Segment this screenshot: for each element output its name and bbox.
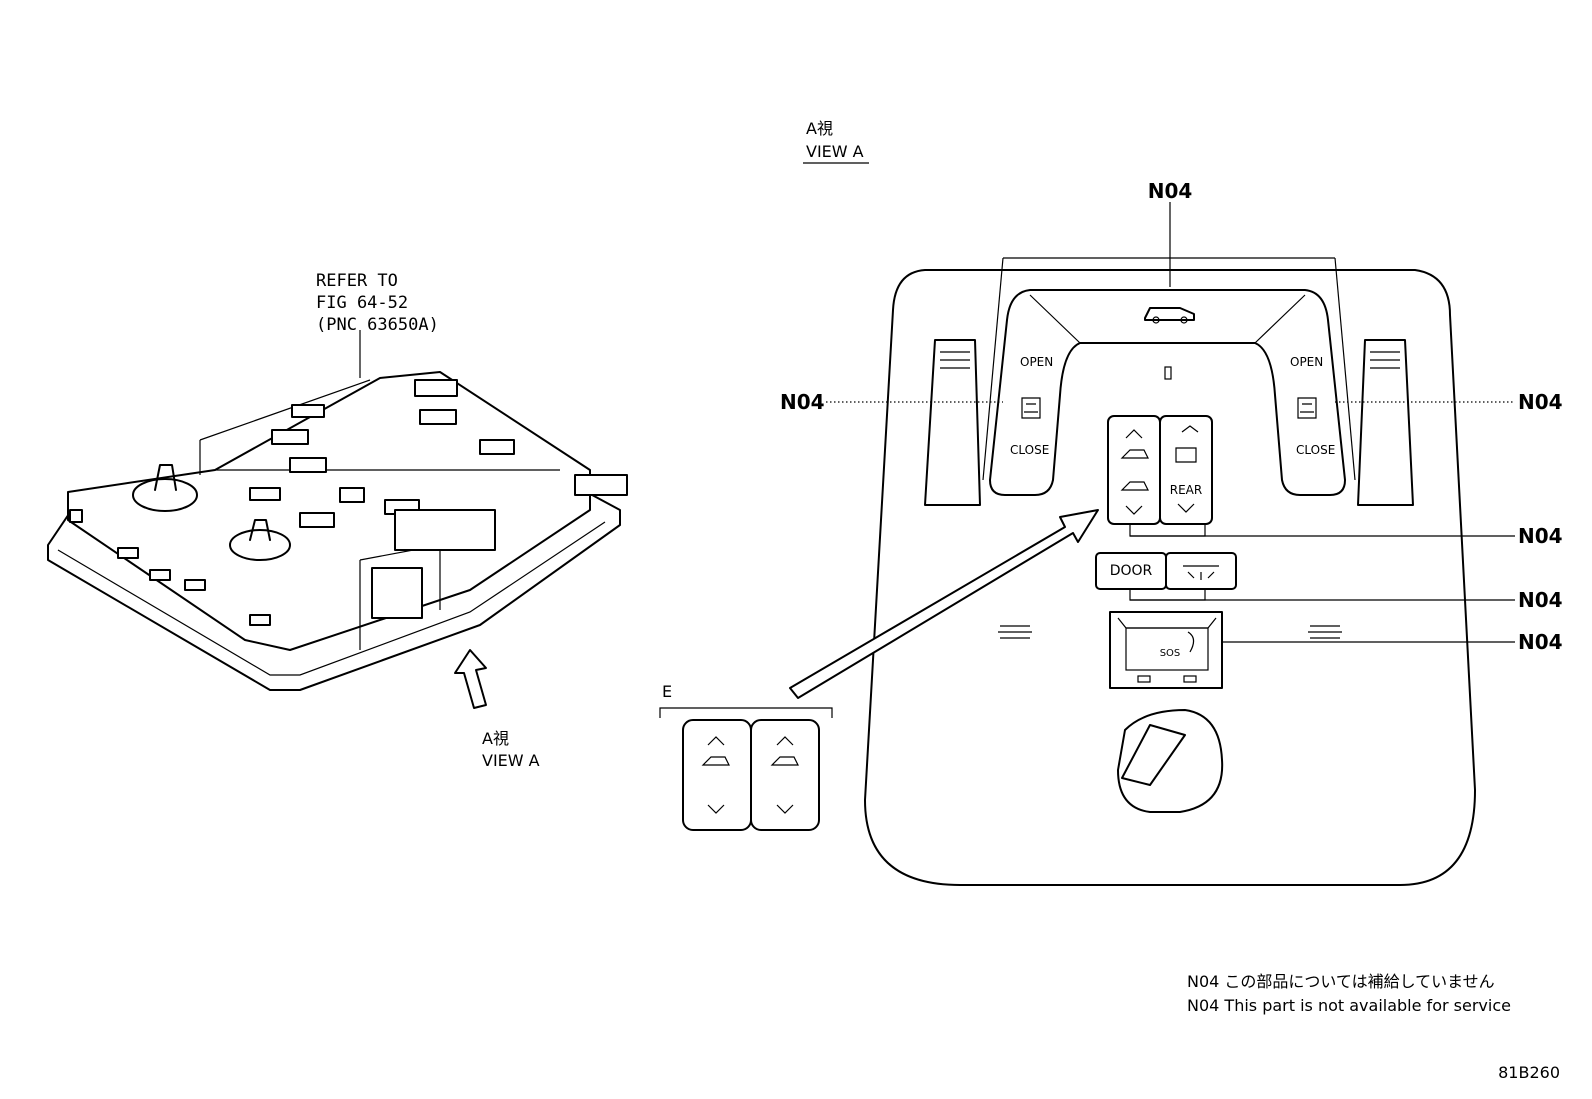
left-open-label: OPEN bbox=[1020, 355, 1053, 369]
callout-door-switch: N04 bbox=[1518, 588, 1563, 612]
sos-label: SOS bbox=[1160, 648, 1181, 659]
callout-sos-switch: N04 bbox=[1518, 630, 1563, 654]
right-open-label: OPEN bbox=[1290, 355, 1323, 369]
callout-top: N04 bbox=[1148, 179, 1193, 203]
callout-left: N04 bbox=[780, 390, 825, 414]
door-label: DOOR bbox=[1110, 563, 1153, 579]
detail-e-label: E bbox=[662, 682, 672, 701]
callout-right: N04 bbox=[1518, 390, 1563, 414]
refer-to-line3: (PNC 63650A) bbox=[316, 315, 439, 335]
left-close-label: CLOSE bbox=[1010, 443, 1049, 457]
view-arrow bbox=[789, 509, 1099, 699]
view-a-title-en: VIEW A bbox=[806, 142, 864, 161]
view-a-title-jp: A視 bbox=[806, 119, 833, 138]
overhead-panel-front bbox=[864, 257, 1476, 886]
figure-code: 81B260 bbox=[1498, 1063, 1560, 1082]
rear-label: REAR bbox=[1170, 483, 1202, 497]
note-jp: N04 この部品については補給していません bbox=[1187, 972, 1495, 991]
arrow-view-label-jp: A視 bbox=[482, 729, 509, 748]
console-assembly-illustration bbox=[47, 330, 628, 709]
refer-to-line1: REFER TO bbox=[316, 271, 398, 291]
right-close-label: CLOSE bbox=[1296, 443, 1335, 457]
refer-to-line2: FIG 64-52 bbox=[316, 293, 408, 313]
detail-e bbox=[659, 707, 833, 831]
callout-slide-switch: N04 bbox=[1518, 524, 1563, 548]
note-en: N04 This part is not available for servi… bbox=[1187, 996, 1511, 1015]
arrow-view-label-en: VIEW A bbox=[482, 751, 540, 770]
